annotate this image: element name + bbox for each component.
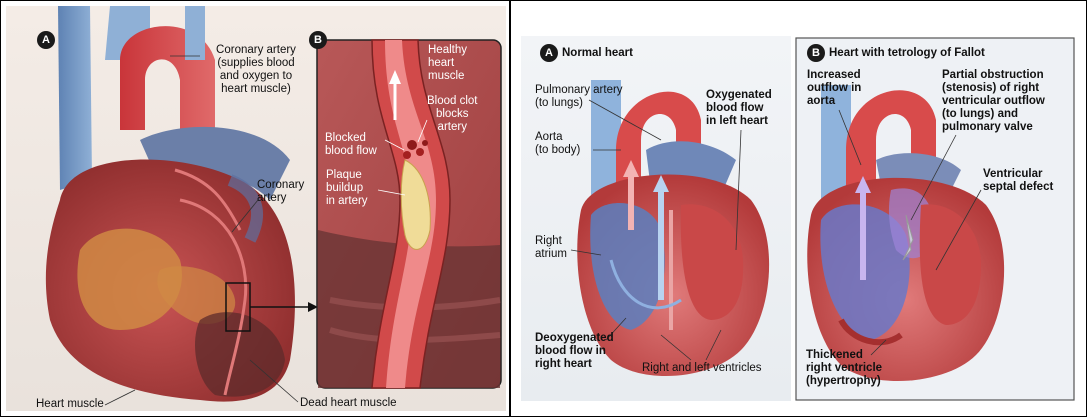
- superior-vena-cava: [58, 6, 92, 190]
- right-atrium-label: Right atrium: [535, 235, 567, 261]
- heart-muscle-label: Heart muscle: [36, 398, 104, 411]
- coronary-artery-note-label: Coronary artery (supplies blood and oxyg…: [206, 44, 306, 96]
- coronary-artery-label: Coronary artery: [257, 179, 304, 205]
- oxygenated-label: Oxygenated blood flow in left heart: [706, 89, 772, 128]
- clot-cell-3: [403, 151, 411, 159]
- ventricles-label: Right and left ventricles: [642, 362, 762, 375]
- aorta-label: Aorta (to body): [535, 131, 580, 157]
- badge-b: B: [309, 31, 327, 49]
- tof-title: Heart with tetrology of Fallot: [829, 47, 985, 60]
- partial-obstruction-label: Partial obstruction (stenosis) of right …: [942, 69, 1045, 134]
- blood-clot-label: Blood clot blocks artery: [427, 95, 478, 134]
- badge-a: A: [37, 31, 55, 49]
- normal-heart-title: Normal heart: [562, 47, 633, 60]
- clot-cell-2: [416, 148, 424, 156]
- deoxygenated-label: Deoxygenated blood flow in right heart: [535, 332, 614, 371]
- badge-normal: A: [540, 44, 558, 62]
- top-vessel-right: [185, 6, 205, 60]
- tetralogy-panel: A Normal heart B Heart with tetrology of…: [511, 0, 1087, 417]
- increased-outflow-label: Increased outflow in aorta: [807, 69, 861, 108]
- badge-tof: B: [807, 44, 825, 62]
- blocked-blood-flow-label: Blocked blood flow: [325, 132, 377, 158]
- heart-attack-panel: A B Coronary artery (supplies blood and …: [0, 0, 509, 417]
- thickened-right-ventricle-label: Thickened right ventricle (hypertrophy): [806, 349, 882, 388]
- pulmonary-artery-label: Pulmonary artery (to lungs): [535, 84, 623, 110]
- clot-cell: [407, 140, 417, 150]
- dead-heart-muscle-label: Dead heart muscle: [300, 397, 397, 410]
- healthy-heart-muscle-label: Healthy heart muscle: [428, 44, 467, 83]
- plaque-buildup-label: Plaque buildup in artery: [326, 169, 368, 208]
- ventricular-septal-defect-label: Ventricular septal defect: [983, 168, 1053, 194]
- clot-cell-4: [422, 140, 428, 146]
